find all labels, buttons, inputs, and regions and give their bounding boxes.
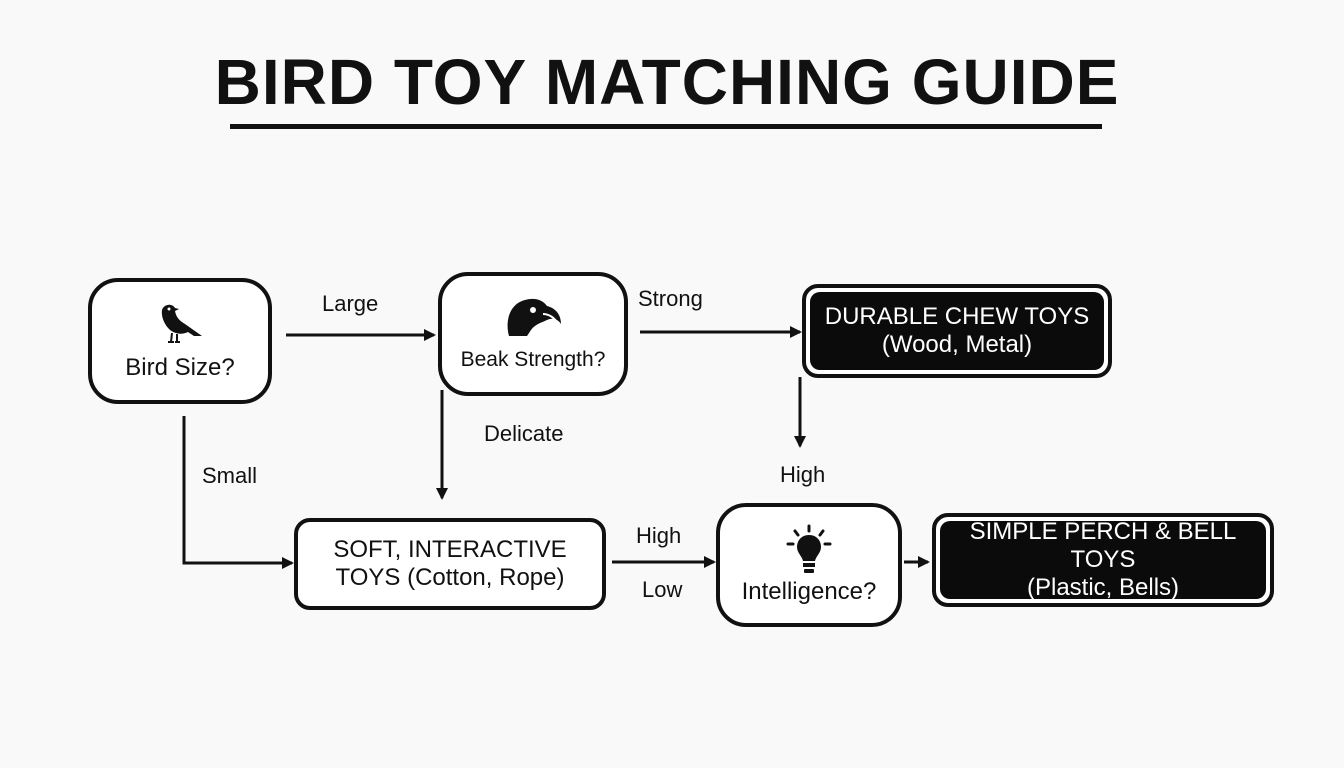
edge-label-large: Large (322, 291, 379, 316)
bird-size-label: Bird Size? (125, 354, 235, 381)
parrot-head-icon (507, 298, 561, 336)
node-bird-size: Bird Size? (88, 278, 272, 404)
node-soft-interactive-toys: SOFT, INTERACTIVE TOYS (Cotton, Rope) (294, 518, 606, 610)
edge-label-high-down: High (780, 462, 826, 487)
edge-label-high: High (636, 523, 682, 548)
node-simple-perch-bell-toys: SIMPLE PERCH & BELL TOYS (Plastic, Bells… (932, 513, 1274, 607)
edge-label-delicate: Delicate (484, 421, 564, 446)
simple-line1: SIMPLE PERCH & BELL TOYS (969, 518, 1237, 573)
durable-line1: DURABLE CHEW TOYS (824, 303, 1090, 330)
durable-line2: (Wood, Metal) (881, 331, 1033, 358)
beak-strength-label: Beak Strength? (460, 348, 606, 371)
arrow-small (182, 416, 294, 569)
edge-label-strong: Strong (638, 286, 703, 311)
node-beak-strength: Beak Strength? (438, 272, 628, 396)
node-durable-chew-toys: DURABLE CHEW TOYS (Wood, Metal) (802, 284, 1112, 378)
title-underline (230, 124, 1102, 129)
simple-line2: (Plastic, Bells) (1026, 574, 1180, 601)
soft-line1: SOFT, INTERACTIVE (333, 536, 567, 563)
edge-label-low: Low (642, 577, 683, 602)
soft-line2: TOYS (Cotton, Rope) (335, 564, 565, 591)
page-title: BIRD TOY MATCHING GUIDE (214, 46, 1120, 118)
bird-icon (161, 304, 202, 343)
durable-chew-toys-box: DURABLE CHEW TOYS (Wood, Metal) (810, 292, 1104, 370)
node-intelligence: Intelligence? (716, 503, 902, 627)
lightbulb-icon (786, 524, 832, 573)
intelligence-label: Intelligence? (741, 578, 877, 605)
simple-perch-bell-toys-box: SIMPLE PERCH & BELL TOYS (Plastic, Bells… (940, 518, 1266, 601)
edge-label-small: Small (202, 463, 258, 488)
